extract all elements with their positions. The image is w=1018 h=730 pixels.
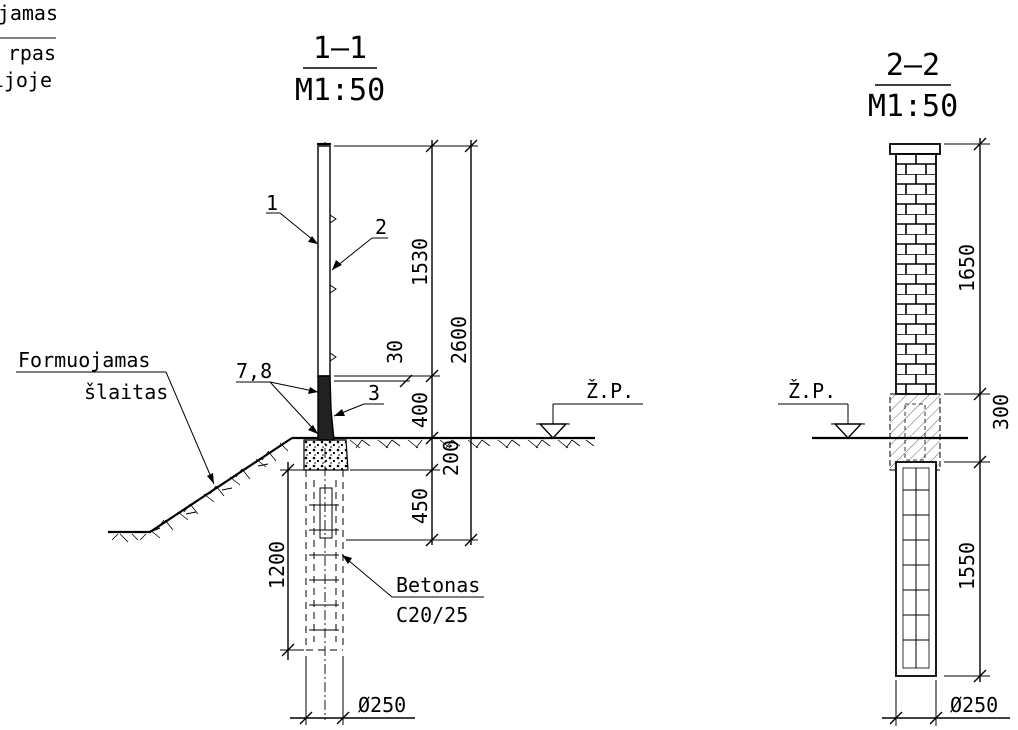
- dim-diameter-2: [882, 680, 1010, 726]
- pillar-cap: [889, 143, 941, 155]
- corner-note-line1: jamas: [0, 1, 58, 25]
- section-2-scale: M1:50: [868, 89, 958, 124]
- concrete-label-line2: C20/25: [396, 603, 468, 627]
- dim-diameter-1: [290, 656, 415, 725]
- dim-1530: 1530: [408, 238, 432, 286]
- pole-lower: [317, 375, 335, 441]
- corner-note: jamas rpas rijoje: [0, 1, 58, 92]
- dim-200: 200: [439, 440, 463, 476]
- corner-note-line3: rijoje: [0, 68, 52, 92]
- callout-2: [331, 237, 388, 271]
- pole-upper: [317, 142, 337, 377]
- callout-7-8-label: 7,8: [236, 359, 272, 383]
- callout-1-label: 1: [266, 191, 278, 215]
- callout-1: [266, 212, 319, 245]
- dim-400: 400: [408, 392, 432, 428]
- dim-chain-right-1: [334, 139, 478, 547]
- ground-level-marker-2: [778, 403, 865, 440]
- embankment-slope: [108, 437, 293, 543]
- dim-30: 30: [383, 340, 407, 364]
- ground-level-marker-1: [536, 403, 643, 440]
- concrete-pile-2: [895, 461, 937, 677]
- slope-label-line2: šlaitas: [84, 380, 168, 404]
- dim-1550: 1550: [955, 542, 979, 590]
- corner-note-line2: rpas: [8, 41, 56, 65]
- dim-chain-right-2: [944, 137, 990, 683]
- slope-label-line1: Formuojamas: [18, 348, 150, 372]
- concrete-label-leader: [341, 554, 484, 598]
- ground-surface-1: [292, 436, 595, 449]
- dim-1650: 1650: [955, 244, 979, 292]
- dim-diameter-250-2: Ø250: [950, 693, 998, 717]
- gravel-collar: [303, 439, 349, 471]
- section-2-title: 2–2: [886, 48, 940, 83]
- callout-3-label: 3: [368, 381, 380, 405]
- dim-diameter-250-1: Ø250: [358, 693, 406, 717]
- dim-300: 300: [989, 394, 1013, 430]
- ground-level-label-2: Ž.P.: [788, 379, 836, 403]
- footing-block: [889, 393, 941, 471]
- callout-3: [333, 403, 384, 417]
- callout-2-label: 2: [375, 215, 387, 239]
- section-1-scale: M1:50: [295, 73, 385, 108]
- ground-level-label-1: Ž.P.: [586, 379, 634, 403]
- concrete-pile-1: [305, 470, 344, 651]
- section-1-1: 1–1 M1:50: [16, 31, 643, 725]
- callout-7-8: [236, 381, 319, 435]
- dim-1200: 1200: [265, 541, 289, 589]
- concrete-label-line1: Betonas: [396, 573, 480, 597]
- dim-450: 450: [408, 488, 432, 524]
- section-2-2: 2–2 M1:50 Ž.P.: [778, 48, 1013, 726]
- section-1-title: 1–1: [313, 31, 367, 66]
- slope-label-leader: [16, 371, 215, 485]
- brick-pillar: [895, 153, 937, 395]
- dim-left-1200: [280, 462, 304, 660]
- dim-2600: 2600: [447, 316, 471, 364]
